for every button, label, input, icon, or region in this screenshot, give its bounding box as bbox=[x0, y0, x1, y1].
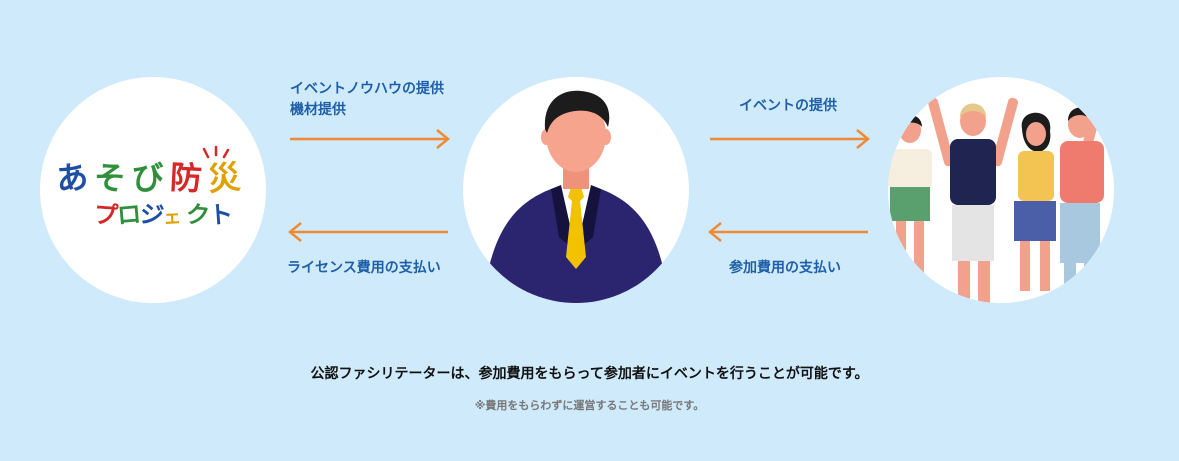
flow-label-bottom-right: 参加費用の支払い bbox=[729, 260, 841, 276]
tie bbox=[566, 187, 586, 269]
arrow-left-bottom-left-icon bbox=[288, 222, 448, 242]
ear-right bbox=[601, 129, 611, 145]
logo-letter: ジ bbox=[138, 200, 165, 230]
flow-label-top-left-line2: 機材提供 bbox=[290, 102, 346, 118]
logo-letter: 防 bbox=[169, 158, 203, 198]
arrow-right-top-left-icon bbox=[290, 129, 450, 149]
flow-label-bottom-left: ライセンス費用の支払い bbox=[287, 260, 441, 276]
logo-letter: そ bbox=[92, 158, 127, 199]
participants-illustration bbox=[888, 91, 1106, 303]
participant-3 bbox=[1014, 112, 1056, 291]
participant-1 bbox=[888, 115, 932, 281]
note-main: 公認ファシリテーターは、参加費用をもらって参加者にイベントを行うことが可能です。 bbox=[310, 366, 869, 382]
logo-letter: ト bbox=[208, 200, 234, 230]
logo-letter: ェ bbox=[163, 207, 182, 229]
asobi-bousai-logo: あそび防災 プロジェクト bbox=[54, 145, 243, 230]
flow-label-top-right: イベントの提供 bbox=[739, 98, 837, 114]
flow-label-top-left-line1: イベントノウハウの提供 bbox=[290, 81, 444, 97]
flow-label-top-left: イベントノウハウの提供 機材提供 bbox=[290, 79, 444, 121]
logo-burst-icon bbox=[202, 145, 230, 159]
logo-letter: 災 bbox=[206, 158, 242, 199]
logo-letter: ロ bbox=[116, 200, 142, 230]
logo-letter: ク bbox=[185, 200, 211, 230]
participant-4 bbox=[1060, 91, 1106, 303]
logo-letter: あ bbox=[54, 157, 90, 198]
hair bbox=[544, 90, 610, 133]
head bbox=[546, 98, 606, 172]
facilitator-circle bbox=[463, 77, 689, 303]
arrow-right-top-right-icon bbox=[710, 129, 870, 149]
note-sub: ※費用をもらわずに運営することも可能です。 bbox=[474, 399, 705, 412]
arrow-left-bottom-right-icon bbox=[708, 222, 868, 242]
ear-left bbox=[541, 129, 551, 145]
logo-letter: び bbox=[131, 158, 166, 198]
facilitator-illustration bbox=[483, 90, 669, 303]
participant-2 bbox=[928, 97, 1018, 303]
logo-letter: プ bbox=[93, 200, 120, 230]
logo-circle: あそび防災 プロジェクト bbox=[40, 77, 266, 303]
participants-circle bbox=[888, 77, 1114, 303]
